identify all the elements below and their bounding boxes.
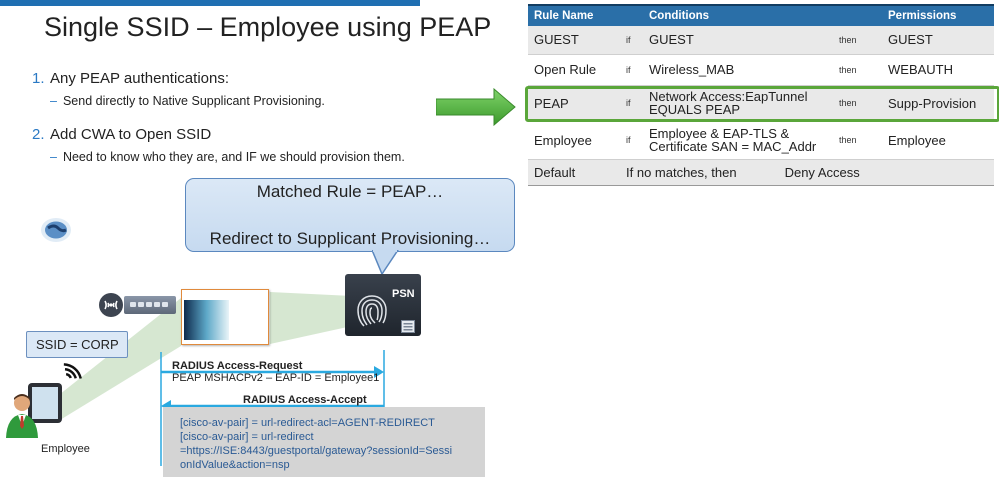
- rule-permission: WEBAUTH: [882, 54, 995, 86]
- then-keyword: then: [839, 85, 883, 122]
- switch-ports: [130, 302, 168, 307]
- portal-banner-image: [184, 300, 229, 340]
- then-keyword: then: [839, 54, 883, 86]
- condition-line-1: Employee & EAP-TLS &: [649, 126, 790, 141]
- bullet-2-sub: –Need to know who they are, and IF we sh…: [50, 150, 405, 164]
- person-icon: [6, 394, 38, 438]
- bullet-1-sub: –Send directly to Native Supplicant Prov…: [50, 94, 325, 108]
- bullet-2-sub-text: Need to know who they are, and IF we sho…: [62, 150, 405, 164]
- table-row: Employee if Employee & EAP-TLS & Certifi…: [528, 121, 995, 160]
- table-row-peap: PEAP if Network Access:EapTunnel EQUALS …: [528, 85, 995, 122]
- ssid-label-box: SSID = CORP: [26, 331, 128, 358]
- header-rule-name: Rule Name: [528, 4, 626, 26]
- authorization-rules-table: Rule Name Conditions Permissions GUEST i…: [528, 4, 995, 186]
- radius-request-label: RADIUS Access-Request: [172, 360, 303, 372]
- av-pair-line-2: [cisco-av-pair] = url-redirect: [180, 431, 314, 443]
- rule-name: Open Rule: [528, 54, 626, 86]
- header-spacer: [626, 4, 643, 26]
- employee-label: Employee: [41, 443, 90, 455]
- slide-title: Single SSID – Employee using PEAP: [44, 12, 492, 42]
- rule-condition: Employee & EAP-TLS & Certificate SAN = M…: [643, 121, 839, 160]
- rule-name: Default: [528, 159, 626, 186]
- rule-permission: Employee: [882, 121, 995, 160]
- title-top-band: [0, 0, 420, 6]
- bullet-2-dash: –: [50, 150, 57, 164]
- radius-request-detail: PEAP MSHACPv2 – EAP-ID = Employee1: [172, 372, 380, 384]
- radius-accept-label: RADIUS Access-Accept: [243, 394, 367, 406]
- table-row: Open Rule if Wireless_MAB then WEBAUTH: [528, 54, 995, 86]
- condition-line-2: EQUALS PEAP: [649, 102, 741, 117]
- bullet-2: 2. Add CWA to Open SSID: [32, 126, 211, 143]
- default-empty-cell: [882, 159, 995, 186]
- switch-icon: [124, 296, 176, 314]
- table-row: GUEST if GUEST then GUEST: [528, 26, 995, 55]
- if-keyword: if: [626, 26, 643, 55]
- rule-condition: Wireless_MAB: [643, 54, 839, 86]
- rule-permission: Supp-Provision: [882, 85, 995, 122]
- report-icon: [401, 320, 415, 333]
- rule-condition: Network Access:EapTunnel EQUALS PEAP: [643, 85, 839, 122]
- psn-label: PSN: [392, 288, 415, 300]
- rule-name: GUEST: [528, 26, 626, 55]
- bullet-1-sub-text: Send directly to Native Supplicant Provi…: [62, 94, 325, 108]
- default-condition: If no matches, then Deny Access: [626, 159, 883, 186]
- header-conditions: Conditions: [643, 4, 883, 26]
- peap-row-highlight: [525, 86, 999, 122]
- fingerprint-icon: [357, 295, 387, 327]
- bullet-2-number: 2.: [32, 126, 45, 143]
- beam-portal-psn: [270, 292, 352, 344]
- tablet-screen: [32, 387, 58, 419]
- bullet-1-dash: –: [50, 94, 57, 108]
- if-keyword: if: [626, 121, 643, 160]
- green-arrow-icon: [436, 88, 516, 126]
- header-permissions: Permissions: [882, 4, 995, 26]
- default-permission: Deny Access: [784, 164, 860, 180]
- av-pair-line-4: onIdValue&action=nsp: [180, 459, 290, 471]
- condition-line-1: Network Access:EapTunnel: [649, 89, 808, 104]
- rule-condition: GUEST: [643, 26, 839, 55]
- speech-bubble: [185, 178, 515, 252]
- av-pair-box: [163, 407, 485, 477]
- default-condition-text: If no matches, then: [626, 164, 737, 180]
- bullet-1: 1. Any PEAP authentications:: [32, 70, 229, 87]
- table-header-row: Rule Name Conditions Permissions: [528, 4, 995, 26]
- bullet-1-text: Any PEAP authentications:: [50, 70, 230, 87]
- rule-name: PEAP: [528, 85, 626, 122]
- bullet-1-number: 1.: [32, 70, 45, 87]
- bullet-2-text: Add CWA to Open SSID: [50, 126, 212, 143]
- if-keyword: if: [626, 85, 643, 122]
- wifi-icon: [63, 363, 82, 379]
- av-pair-line-1: [cisco-av-pair] = url-redirect-acl=AGENT…: [180, 417, 435, 429]
- condition-line-2: Certificate SAN = MAC_Addr: [649, 139, 817, 154]
- globe-icon: [41, 218, 71, 242]
- av-pair-line-3: =https://ISE:8443/guestportal/gateway?se…: [180, 445, 453, 457]
- rule-name: Employee: [528, 121, 626, 160]
- bubble-redirect: Redirect to Supplicant Provisioning…: [209, 229, 491, 248]
- speech-bubble-tail: [372, 250, 399, 274]
- table-row-default: Default If no matches, then Deny Access: [528, 159, 995, 186]
- if-keyword: if: [626, 54, 643, 86]
- wifi-icon: [99, 293, 123, 317]
- then-keyword: then: [839, 121, 883, 160]
- rule-permission: GUEST: [882, 26, 995, 55]
- then-keyword: then: [839, 26, 883, 55]
- bubble-matched-rule: Matched Rule = PEAP…: [256, 182, 444, 201]
